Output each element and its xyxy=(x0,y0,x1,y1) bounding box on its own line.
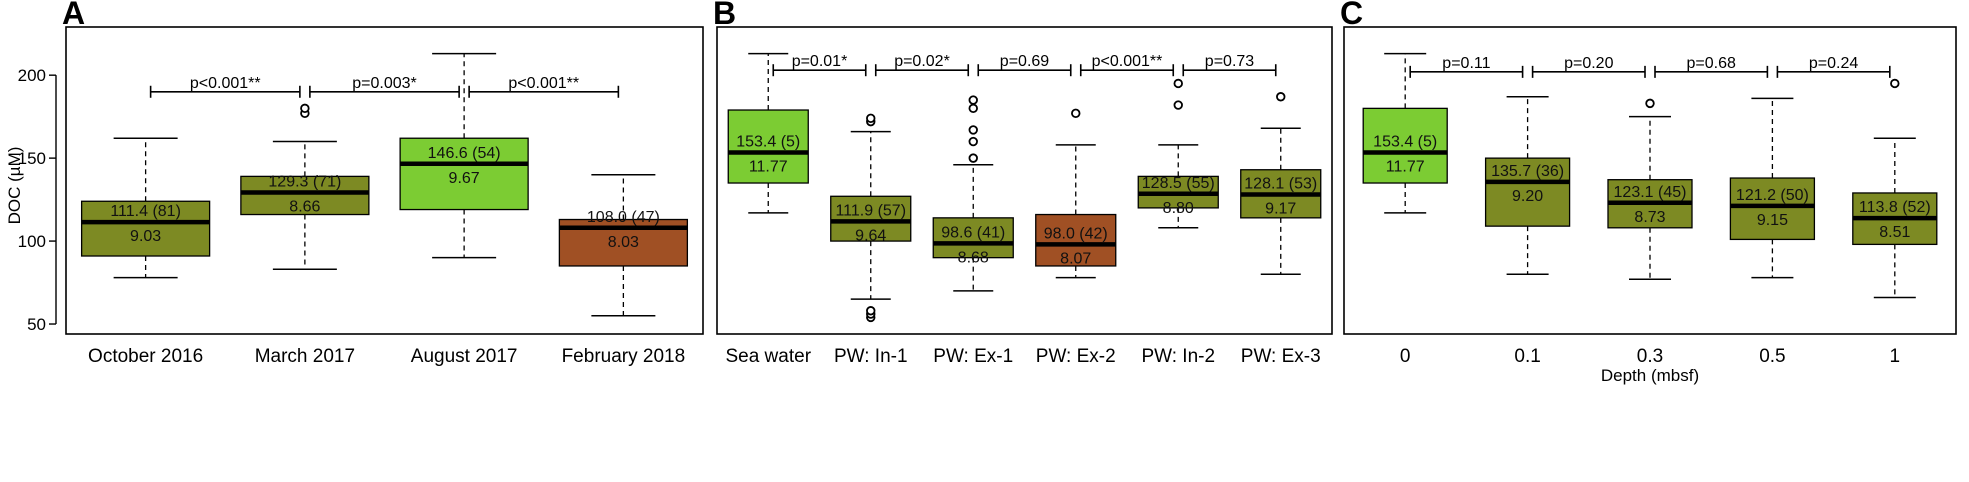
y-axis-label: DOC (µM) xyxy=(5,147,24,225)
box xyxy=(1729,177,1816,241)
box-label-mean: 146.6 (54) xyxy=(428,145,501,162)
comparison-label: p=0.73 xyxy=(1205,53,1254,70)
panel-frame xyxy=(716,26,1333,335)
outlier-point xyxy=(1071,108,1081,119)
panel-frame xyxy=(65,26,704,335)
x-tick-label: 0 xyxy=(1400,346,1411,367)
comparison-label: p<0.001** xyxy=(190,75,261,92)
outlier-point xyxy=(968,136,978,147)
box-label-mean: 129.3 (71) xyxy=(268,173,341,190)
panel-label: A xyxy=(62,0,85,31)
outlier-point xyxy=(300,103,310,114)
y-tick-label: 50 xyxy=(27,315,46,334)
box-label-sd: 9.67 xyxy=(449,170,480,187)
box-label-sd: 8.68 xyxy=(958,249,989,266)
box-label-mean: 98.6 (41) xyxy=(941,224,1005,241)
x-tick-label: 0.5 xyxy=(1759,346,1785,367)
x-tick-label: August 2017 xyxy=(411,346,518,367)
x-tick-label: PW: In-1 xyxy=(834,346,908,367)
x-tick-label: PW: In-2 xyxy=(1141,346,1215,367)
comparison-label: p=0.68 xyxy=(1687,55,1736,72)
box-label-mean: 128.5 (55) xyxy=(1142,175,1215,192)
x-tick-label: PW: Ex-1 xyxy=(933,346,1013,367)
x-tick-label: 0.1 xyxy=(1514,346,1540,367)
x-tick-label: PW: Ex-3 xyxy=(1241,346,1321,367)
comparison-label: p=0.02* xyxy=(894,53,950,70)
box xyxy=(727,109,809,184)
box xyxy=(830,195,912,242)
x-axis-label: Depth (mbsf) xyxy=(1601,366,1699,385)
comparison-label: p=0.24 xyxy=(1809,55,1858,72)
y-tick-label: 100 xyxy=(18,232,46,251)
box-label-mean: 123.1 (45) xyxy=(1614,184,1687,201)
comparison-label: p=0.20 xyxy=(1564,55,1613,72)
x-tick-label: October 2016 xyxy=(88,346,203,367)
box-label-sd: 9.15 xyxy=(1757,212,1788,229)
box xyxy=(1035,213,1117,267)
box-label-sd: 11.77 xyxy=(1386,158,1425,175)
outlier-point xyxy=(1645,98,1655,109)
x-tick-label: PW: Ex-2 xyxy=(1036,346,1116,367)
panel-frame xyxy=(1343,26,1957,335)
box xyxy=(80,200,211,257)
box-label-mean: 121.2 (50) xyxy=(1736,187,1809,204)
outlier-point xyxy=(1276,92,1286,102)
outlier-point xyxy=(866,306,876,316)
comparison-label: p=0.01* xyxy=(792,53,848,70)
panel-label: C xyxy=(1340,0,1363,31)
box-label-sd: 8.66 xyxy=(289,198,320,215)
box-label-sd: 9.17 xyxy=(1265,200,1296,217)
box-label-mean: 153.4 (5) xyxy=(736,133,800,150)
box-label-sd: 8.03 xyxy=(608,234,639,251)
box-label-mean: 135.7 (36) xyxy=(1491,163,1564,180)
comparison-label: p=0.69 xyxy=(1000,53,1049,70)
box-label-sd: 8.51 xyxy=(1879,224,1910,241)
outlier-point xyxy=(1173,78,1183,89)
comparison-label: p<0.001** xyxy=(1092,53,1163,70)
box xyxy=(399,137,529,211)
outlier-point xyxy=(866,113,876,124)
box-label-sd: 8.80 xyxy=(1163,200,1194,217)
y-tick-label: 200 xyxy=(18,66,46,85)
box xyxy=(1484,157,1571,227)
box-label-mean: 98.0 (42) xyxy=(1044,225,1108,242)
outlier-point xyxy=(968,153,978,163)
x-tick-label: Sea water xyxy=(725,346,811,367)
box-label-sd: 8.73 xyxy=(1634,209,1665,226)
outlier-point xyxy=(1890,78,1900,89)
panel-label: B xyxy=(713,0,736,31)
x-tick-label: 1 xyxy=(1890,346,1901,367)
box-label-mean: 111.4 (81) xyxy=(110,203,181,220)
box-label-sd: 9.64 xyxy=(855,227,886,244)
comparison-label: p<0.001** xyxy=(508,75,579,92)
x-tick-label: 0.3 xyxy=(1637,346,1663,367)
box-label-mean: 111.9 (57) xyxy=(835,202,906,219)
box-label-sd: 8.07 xyxy=(1060,250,1091,267)
box-label-sd: 9.03 xyxy=(130,228,161,245)
box xyxy=(1362,107,1448,184)
box xyxy=(932,217,1014,259)
y-tick-label: 150 xyxy=(18,149,46,168)
comparison-label: p=0.11 xyxy=(1442,55,1490,72)
box-label-mean: 128.1 (53) xyxy=(1244,175,1317,192)
box-label-sd: 11.77 xyxy=(749,158,788,175)
box-label-mean: 108.0 (47) xyxy=(587,209,660,226)
x-tick-label: February 2018 xyxy=(562,346,686,367)
outlier-point xyxy=(968,103,978,114)
box-label-mean: 153.4 (5) xyxy=(1373,133,1437,150)
outlier-point xyxy=(968,125,978,135)
box xyxy=(240,175,370,216)
box-label-sd: 9.20 xyxy=(1512,188,1543,205)
x-tick-label: March 2017 xyxy=(255,346,355,367)
outlier-point xyxy=(968,95,978,105)
box-label-mean: 113.8 (52) xyxy=(1859,199,1931,216)
outlier-point xyxy=(1173,100,1183,110)
comparison-label: p=0.003* xyxy=(352,75,417,92)
